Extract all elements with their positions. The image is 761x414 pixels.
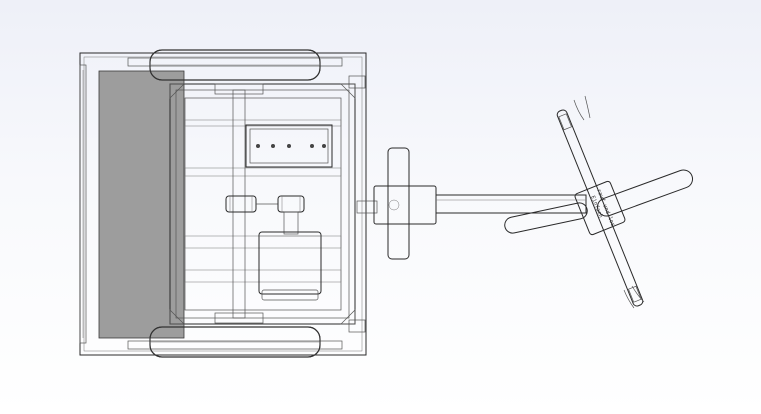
- steering-handlebar: Einfach rauf und los: [504, 95, 694, 309]
- wheel-top: [127, 49, 343, 81]
- cargo-panel: [98, 70, 185, 339]
- wheel-bottom: [127, 326, 343, 358]
- control-box: [245, 124, 333, 168]
- inner-frame: [169, 83, 356, 325]
- electric-motor: [258, 231, 322, 301]
- drawbar: [356, 147, 587, 260]
- drive-pulleys: [225, 195, 305, 235]
